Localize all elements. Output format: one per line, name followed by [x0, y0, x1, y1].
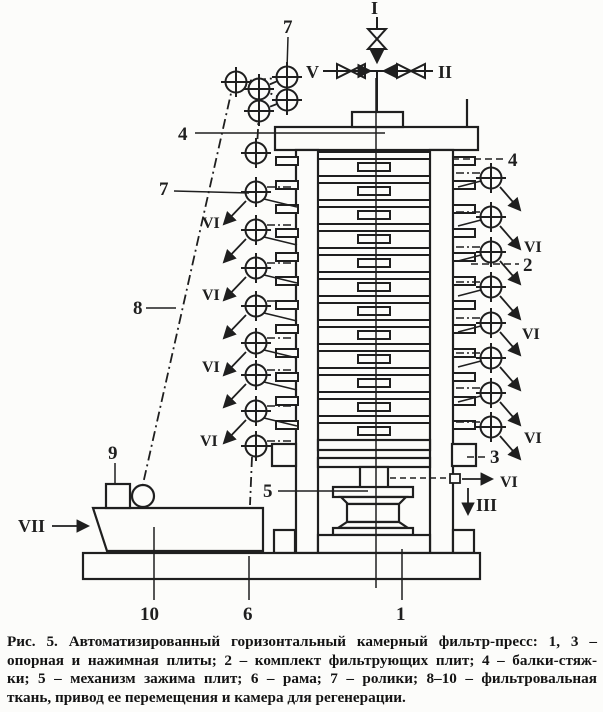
press-plate	[316, 438, 432, 452]
cloth-drive-pulley	[130, 483, 156, 509]
roller-column-right	[475, 162, 507, 443]
cloth-motion-arrows-left	[222, 200, 247, 445]
roller-icon	[240, 137, 272, 169]
label-motion-VI: VI	[200, 433, 218, 450]
leader-lines	[52, 36, 519, 600]
right-column	[428, 148, 455, 555]
caption-line: ки; 5 – механизм зажима плит; 6 – рама; …	[7, 670, 597, 687]
label-line-II: II	[438, 62, 452, 82]
roller-icon	[243, 95, 275, 127]
label-rollers-7-top: 7	[283, 17, 293, 38]
caption-line: Рис. 5. Автоматизированный горизонтальны…	[7, 633, 597, 650]
label-line-V: V	[306, 62, 319, 82]
inlet-cap	[350, 110, 405, 129]
label-motion-VI: VI	[500, 474, 518, 491]
label-motion-VI: VI	[524, 430, 542, 447]
label-filter-plates-2: 2	[523, 255, 533, 276]
inlet-piping	[323, 17, 433, 112]
label-motion-VI: VI	[202, 359, 220, 376]
valve-icon	[365, 28, 389, 41]
label-discharge-III: III	[476, 495, 497, 515]
label-rollers-7-left: 7	[159, 179, 169, 200]
figure-caption: Рис. 5. Автоматизированный горизонтальны…	[7, 633, 597, 707]
label-chamber-10: 10	[140, 604, 159, 625]
cloth-drive-block	[104, 482, 132, 510]
label-motion-VI: VI	[524, 239, 542, 256]
frame-base	[81, 551, 482, 581]
label-press-plate-3: 3	[490, 447, 500, 468]
roller-icon	[240, 430, 272, 462]
valve-icon	[408, 62, 426, 80]
label-support-plate-1: 1	[396, 604, 406, 625]
label-motion-VI: VI	[522, 326, 540, 343]
label-inlet-I: I	[371, 0, 378, 18]
roller-icon	[271, 84, 303, 116]
caption-line: ткань, привод ее перемещения и камера дл…	[7, 688, 406, 706]
regeneration-chamber	[91, 506, 265, 553]
left-column	[294, 148, 320, 555]
roller-column-left	[240, 137, 272, 462]
valve-icon	[336, 62, 354, 80]
label-frame-6: 6	[243, 604, 253, 625]
label-drive-9: 9	[108, 443, 118, 464]
roller-icon	[220, 66, 252, 98]
label-feed-VII: VII	[18, 516, 45, 536]
valve-icon	[365, 37, 389, 50]
label-clamp-5: 5	[263, 481, 273, 502]
label-tie-beam-4-left: 4	[178, 124, 188, 145]
roller-cluster-top	[220, 61, 303, 127]
label-tie-beam-4-right: 4	[508, 150, 518, 171]
label-motion-VI: VI	[202, 287, 220, 304]
base-frame	[81, 482, 482, 581]
roller-links-right	[456, 172, 482, 423]
label-cloth-8: 8	[133, 298, 143, 319]
clamp-mechanism	[270, 438, 478, 555]
valve-icon	[396, 62, 414, 80]
cloth-motion-arrows-right	[499, 186, 522, 461]
caption-line: опорная и нажимная плиты; 2 – комплект ф…	[7, 651, 597, 669]
roller-links-left	[263, 186, 298, 442]
label-motion-VI: VI	[202, 215, 220, 232]
